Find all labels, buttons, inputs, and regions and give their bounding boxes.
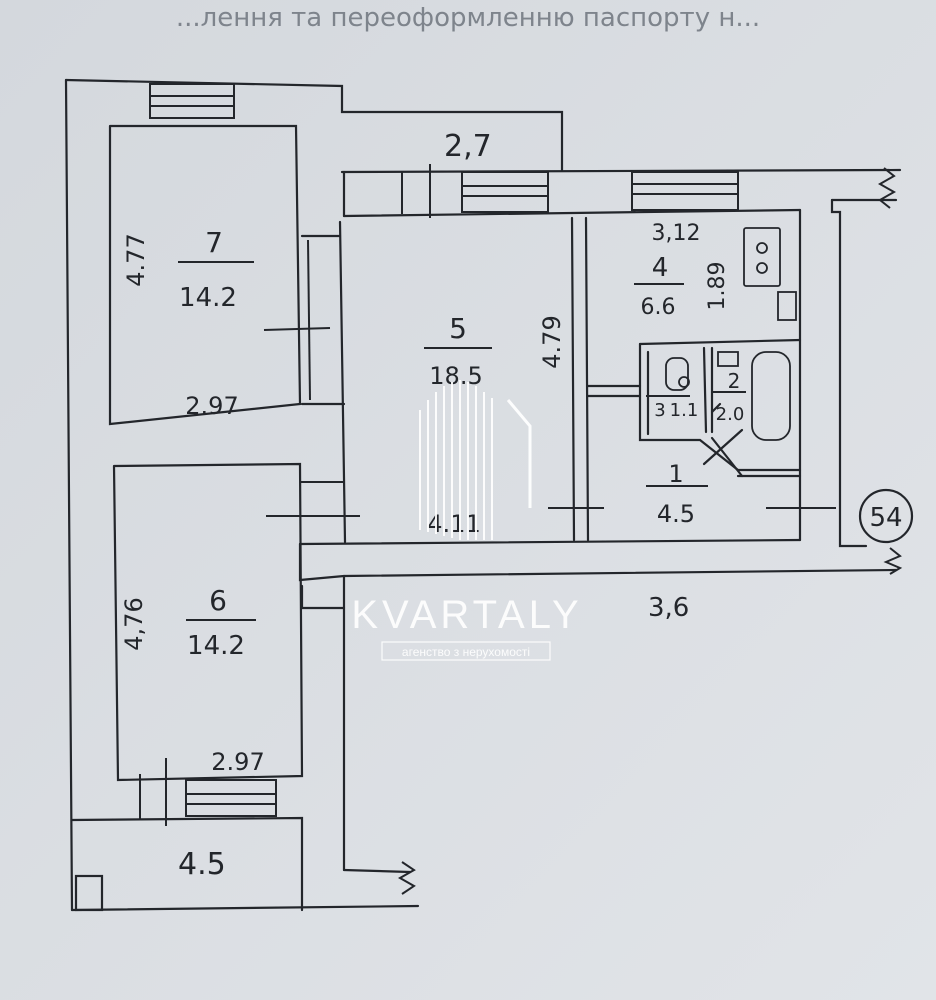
- watermark: KVARTALY агенство з нерухомості: [351, 380, 582, 661]
- door-markers: [139, 164, 836, 826]
- apartment-badge: 54: [858, 488, 914, 544]
- wall-left-outer: [64, 78, 74, 912]
- header-text: ...лення та переоформленню паспорту н...: [176, 3, 760, 33]
- room-7-width: 2.97: [185, 392, 238, 420]
- wall-corridor-top: [340, 168, 902, 174]
- wall-lower-outer: [298, 542, 898, 582]
- room-3-area: 1.1: [670, 400, 699, 421]
- room-7-number: 7: [205, 226, 223, 259]
- apartment-circle: [858, 488, 914, 544]
- dim-right-outer: 3,6: [648, 593, 689, 623]
- watermark-tagline: агенство з нерухомості: [402, 645, 530, 659]
- wall-room5-bottom: [298, 538, 802, 546]
- dim-top-corridor: 2,7: [444, 129, 492, 164]
- bathroom-outline: [638, 342, 802, 472]
- walls: [64, 78, 902, 912]
- room-4-width: 3,12: [652, 221, 701, 246]
- toilet-icon: [665, 357, 689, 391]
- balcony-column: [74, 874, 104, 912]
- watermark-brand: KVARTALY: [351, 593, 582, 637]
- sink-icon: [777, 291, 797, 321]
- room-2-area: 2.0: [716, 404, 745, 425]
- room-6-area: 14.2: [187, 631, 245, 661]
- window-room7: [149, 83, 235, 119]
- bathtub-icon: [751, 351, 791, 441]
- room-7-length: 4.77: [122, 233, 150, 286]
- room-5-length: 4.79: [538, 315, 566, 368]
- room-5-area: 18.5: [429, 362, 482, 390]
- fixtures: [665, 227, 797, 441]
- room-1-number: 1: [668, 460, 683, 488]
- room-6-number: 6: [209, 584, 227, 617]
- room-1-area: 4.5: [657, 500, 695, 528]
- washbasin-icon: [717, 351, 739, 367]
- window-kitchen: [631, 171, 739, 211]
- break-marks: [397, 167, 903, 895]
- room-6-width: 2.97: [211, 748, 264, 776]
- room-3-number: 3: [654, 400, 665, 421]
- room-7-outline: [108, 124, 302, 426]
- apartment-number: 54: [869, 503, 902, 533]
- window-room5: [461, 171, 549, 213]
- balcony-outline: [70, 816, 304, 912]
- watermark-logo-icon: [419, 380, 532, 540]
- wall-bottom-outer: [70, 904, 420, 912]
- wall-room5-left: [338, 220, 347, 544]
- dimension-labels: 2,7 3,6 4.5 7 14.2 2.97 4.77 6 14.2 2.97…: [120, 129, 744, 882]
- window-room6: [185, 779, 277, 817]
- room-5-number: 5: [449, 312, 467, 345]
- room-2-number: 2: [728, 369, 741, 393]
- wall-top-outer: [64, 78, 564, 172]
- room-4-number: 4: [652, 253, 669, 283]
- room-4-length: 1.89: [705, 262, 730, 311]
- stove-icon: [743, 227, 781, 287]
- room-6-length: 4,76: [120, 597, 148, 650]
- room-7-area: 14.2: [179, 283, 237, 313]
- windows: [149, 83, 739, 817]
- dim-balcony: 4.5: [178, 847, 226, 882]
- room-6-outline: [112, 462, 304, 782]
- room-4-area: 6.6: [641, 295, 676, 320]
